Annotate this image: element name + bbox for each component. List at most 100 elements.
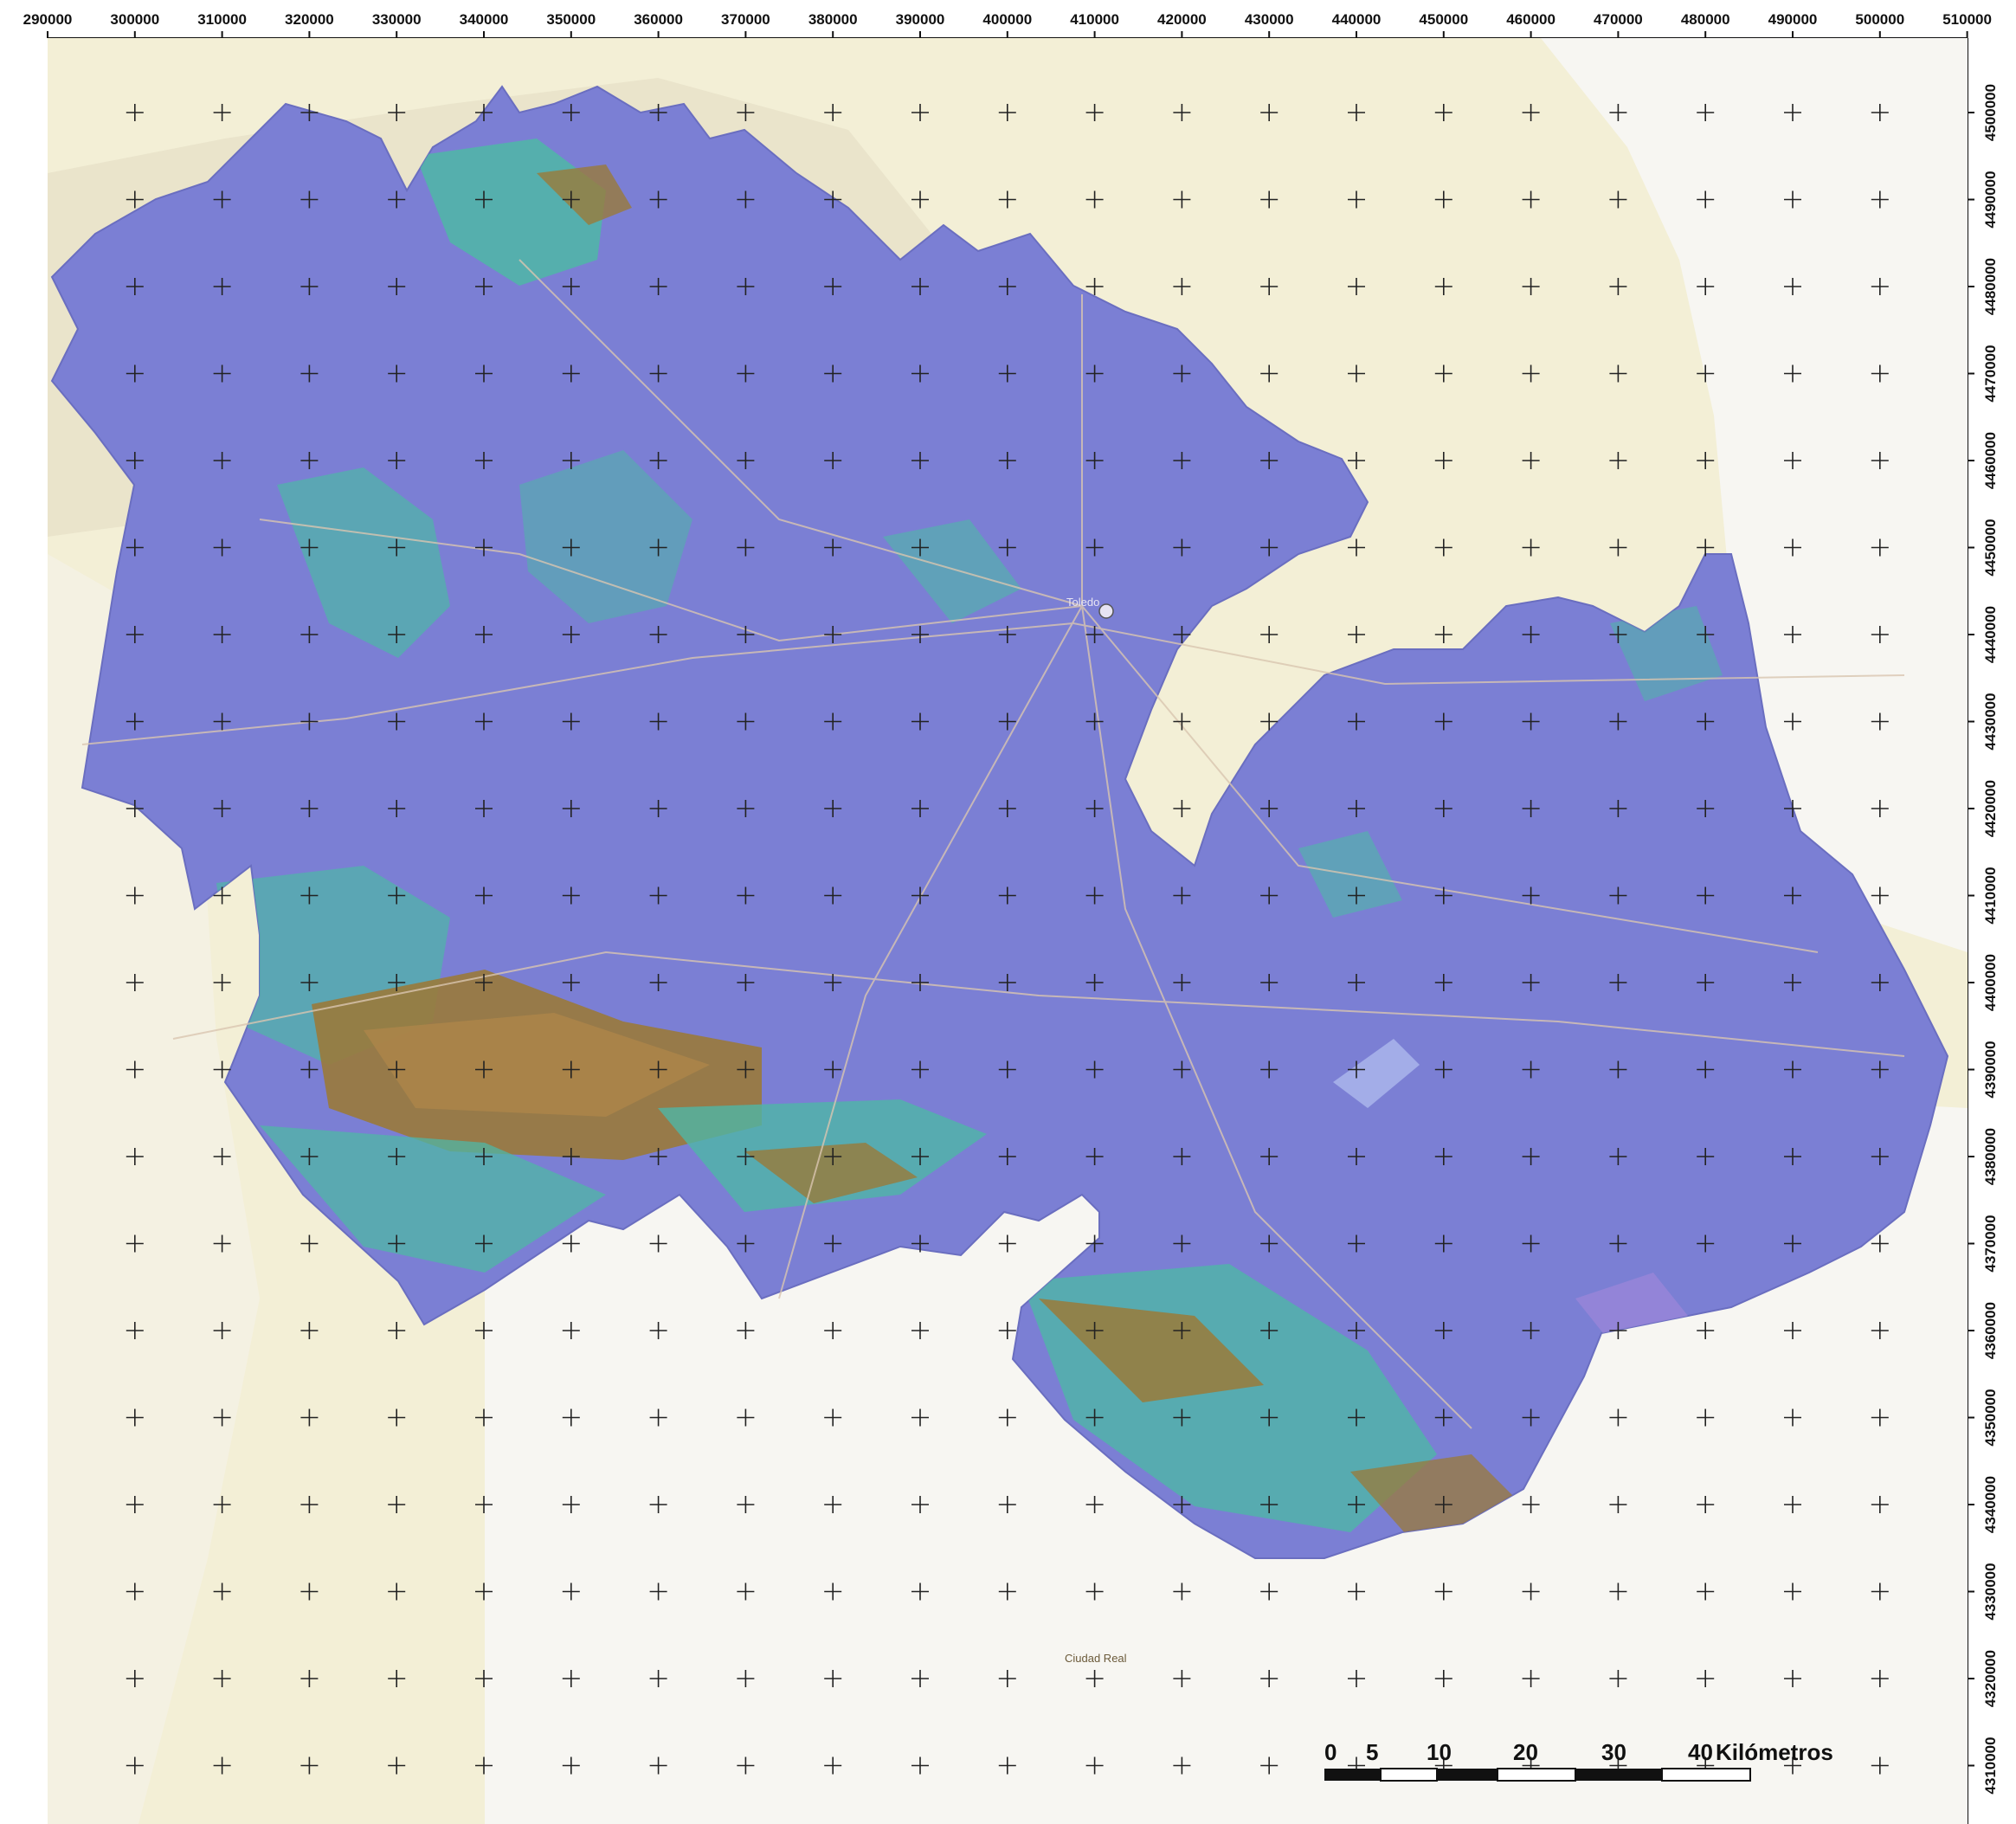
x-tick-label: 500000 (1855, 11, 1904, 28)
grid-cross (824, 800, 842, 817)
grid-cross (1260, 626, 1279, 643)
grid-cross (737, 190, 755, 209)
grid-cross (649, 190, 667, 209)
grid-cross (649, 886, 667, 905)
grid-cross (1260, 1234, 1279, 1253)
grid-cross (911, 886, 929, 905)
grid-cross (649, 974, 667, 991)
grid-cross (1348, 104, 1365, 121)
x-tick-label: 330000 (372, 11, 422, 28)
grid-cross (737, 1148, 755, 1165)
grid-cross (1260, 104, 1279, 121)
grid-cross (1434, 886, 1452, 905)
grid-cross (1871, 626, 1889, 643)
grid-cross (1348, 886, 1365, 905)
grid-cross (1697, 800, 1715, 817)
grid-cross (1697, 1234, 1715, 1253)
grid-cross (649, 452, 667, 469)
grid-cross (1434, 626, 1452, 643)
grid-cross (824, 1148, 842, 1165)
grid-cross (649, 626, 667, 643)
grid-cross (126, 974, 144, 991)
grid-cross (1609, 104, 1627, 121)
grid-cross (126, 538, 144, 557)
grid-cross (1871, 190, 1889, 209)
x-tick-label: 510000 (1942, 11, 1992, 28)
grid-cross (1173, 800, 1191, 817)
grid-cross (1085, 626, 1104, 643)
grid-cross (1260, 974, 1279, 991)
grid-cross (300, 190, 319, 209)
grid-cross (1609, 974, 1627, 991)
grid-cross (1085, 190, 1104, 209)
grid-cross (126, 1496, 144, 1513)
grid-cross (911, 278, 929, 295)
grid-cross (213, 712, 231, 731)
grid-crosses (126, 104, 1889, 1775)
grid-cross (475, 1060, 493, 1079)
grid-cross (737, 104, 755, 121)
basemap-white-west (48, 554, 260, 1824)
grid-cross (475, 1234, 493, 1253)
grid-cross (1784, 278, 1801, 295)
grid-cross (1434, 278, 1452, 295)
grid-cross (1784, 712, 1801, 731)
grid-cross (1522, 1408, 1540, 1427)
grid-cross (1348, 1582, 1365, 1601)
grid-cross (1697, 1582, 1715, 1601)
scale-label-20: 20 (1513, 1739, 1538, 1765)
y-tick-label: 4320000 (1982, 1650, 1999, 1707)
grid-cross (1609, 712, 1627, 731)
grid-cross (1609, 886, 1627, 905)
grid-cross (911, 1756, 929, 1775)
grid-cross (1697, 712, 1715, 731)
grid-cross (911, 1670, 929, 1687)
y-tick-label: 4340000 (1982, 1476, 1999, 1533)
grid-cross (1522, 1234, 1540, 1253)
y-tick-label: 4330000 (1982, 1563, 1999, 1620)
grid-cross (1784, 1756, 1801, 1775)
grid-cross (1173, 364, 1191, 383)
grid-cross (1173, 1496, 1191, 1513)
grid-cross (388, 1670, 406, 1687)
grid-cross (213, 1582, 231, 1601)
grid-cross (475, 1148, 493, 1165)
grid-cross (1609, 626, 1627, 643)
grid-cross (213, 1234, 231, 1253)
grid-cross (911, 800, 929, 817)
grid-cross (213, 364, 231, 383)
grid-cross (126, 1322, 144, 1339)
grid-cross (824, 364, 842, 383)
toledo-city-marker[interactable]: Toledo (1066, 596, 1114, 619)
grid-cross (737, 364, 755, 383)
grid-cross (737, 712, 755, 731)
grid-cross (649, 364, 667, 383)
grid-cross (1784, 1148, 1801, 1165)
grid-cross (1784, 1670, 1801, 1687)
x-tick-label: 320000 (285, 11, 334, 28)
grid-cross (562, 104, 580, 121)
grid-cross (388, 886, 406, 905)
grid-cross (1434, 1060, 1452, 1079)
grid-cross (737, 886, 755, 905)
x-tick-label: 460000 (1506, 11, 1555, 28)
grid-cross (1085, 1148, 1104, 1165)
grid-cross (1609, 538, 1627, 557)
grid-cross (475, 712, 493, 731)
grid-cross (1522, 800, 1540, 817)
grid-cross (1784, 886, 1801, 905)
grid-cross (388, 1148, 406, 1165)
grid-cross (1085, 1060, 1104, 1079)
grid-cross (824, 974, 842, 991)
grid-cross (911, 1408, 929, 1427)
grid-cross (998, 974, 1016, 991)
grid-cross (1434, 364, 1452, 383)
grid-cross (1348, 364, 1365, 383)
x-tick-label: 350000 (546, 11, 596, 28)
grid-cross (1784, 104, 1801, 121)
grid-cross (824, 190, 842, 209)
grid-cross (475, 104, 493, 121)
grid-cross (562, 1582, 580, 1601)
grid-cross (1434, 1496, 1452, 1513)
